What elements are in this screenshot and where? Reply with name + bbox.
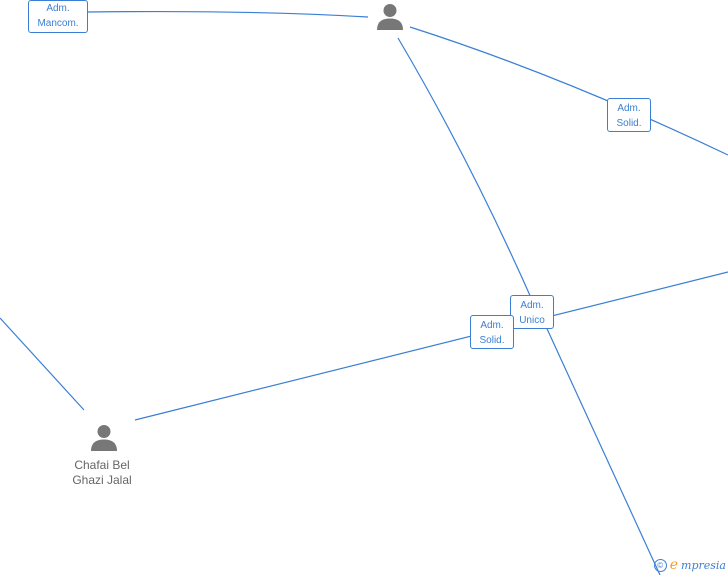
edge-top-person-to-unico <box>397 37 533 301</box>
empresia-logo-initial: e <box>669 557 679 573</box>
empresia-logo-text: mpresia <box>681 558 726 572</box>
role-label-solid-center[interactable]: Adm. Solid. <box>470 315 514 349</box>
role-label-line: Adm. <box>46 3 70 14</box>
copyright-icon: © <box>653 558 667 572</box>
person-icon[interactable] <box>376 2 404 30</box>
role-label-line: Adm. <box>617 103 641 114</box>
role-label-line: Adm. <box>520 300 544 311</box>
edge-mancom-to-top-person <box>87 10 369 18</box>
role-label-line: Solid. <box>479 335 505 346</box>
role-label-line: Solid. <box>616 118 642 129</box>
role-label-line: Mancom. <box>37 18 79 29</box>
role-label-line: Adm. <box>480 320 504 331</box>
role-label-solid-right[interactable]: Adm. Solid. <box>607 98 651 132</box>
role-label-line: Unico <box>519 315 545 326</box>
role-label-mancom[interactable]: Adm. Mancom. <box>28 0 88 33</box>
person-name-chafai-bel-ghazi-jalal[interactable]: Chafai Bel Ghazi Jalal <box>42 458 162 488</box>
role-label-unico[interactable]: Adm. Unico <box>510 295 554 329</box>
person-icon[interactable] <box>90 423 118 451</box>
edge-left-to-bottom-person <box>0 317 85 411</box>
edge-unico-to-bottom-right <box>542 319 661 575</box>
edge-top-person-to-right <box>409 26 728 156</box>
person-name-line: Chafai Bel <box>74 458 130 472</box>
edge-bottom-person-to-right <box>134 271 728 421</box>
person-name-line: Ghazi Jalal <box>72 473 132 487</box>
